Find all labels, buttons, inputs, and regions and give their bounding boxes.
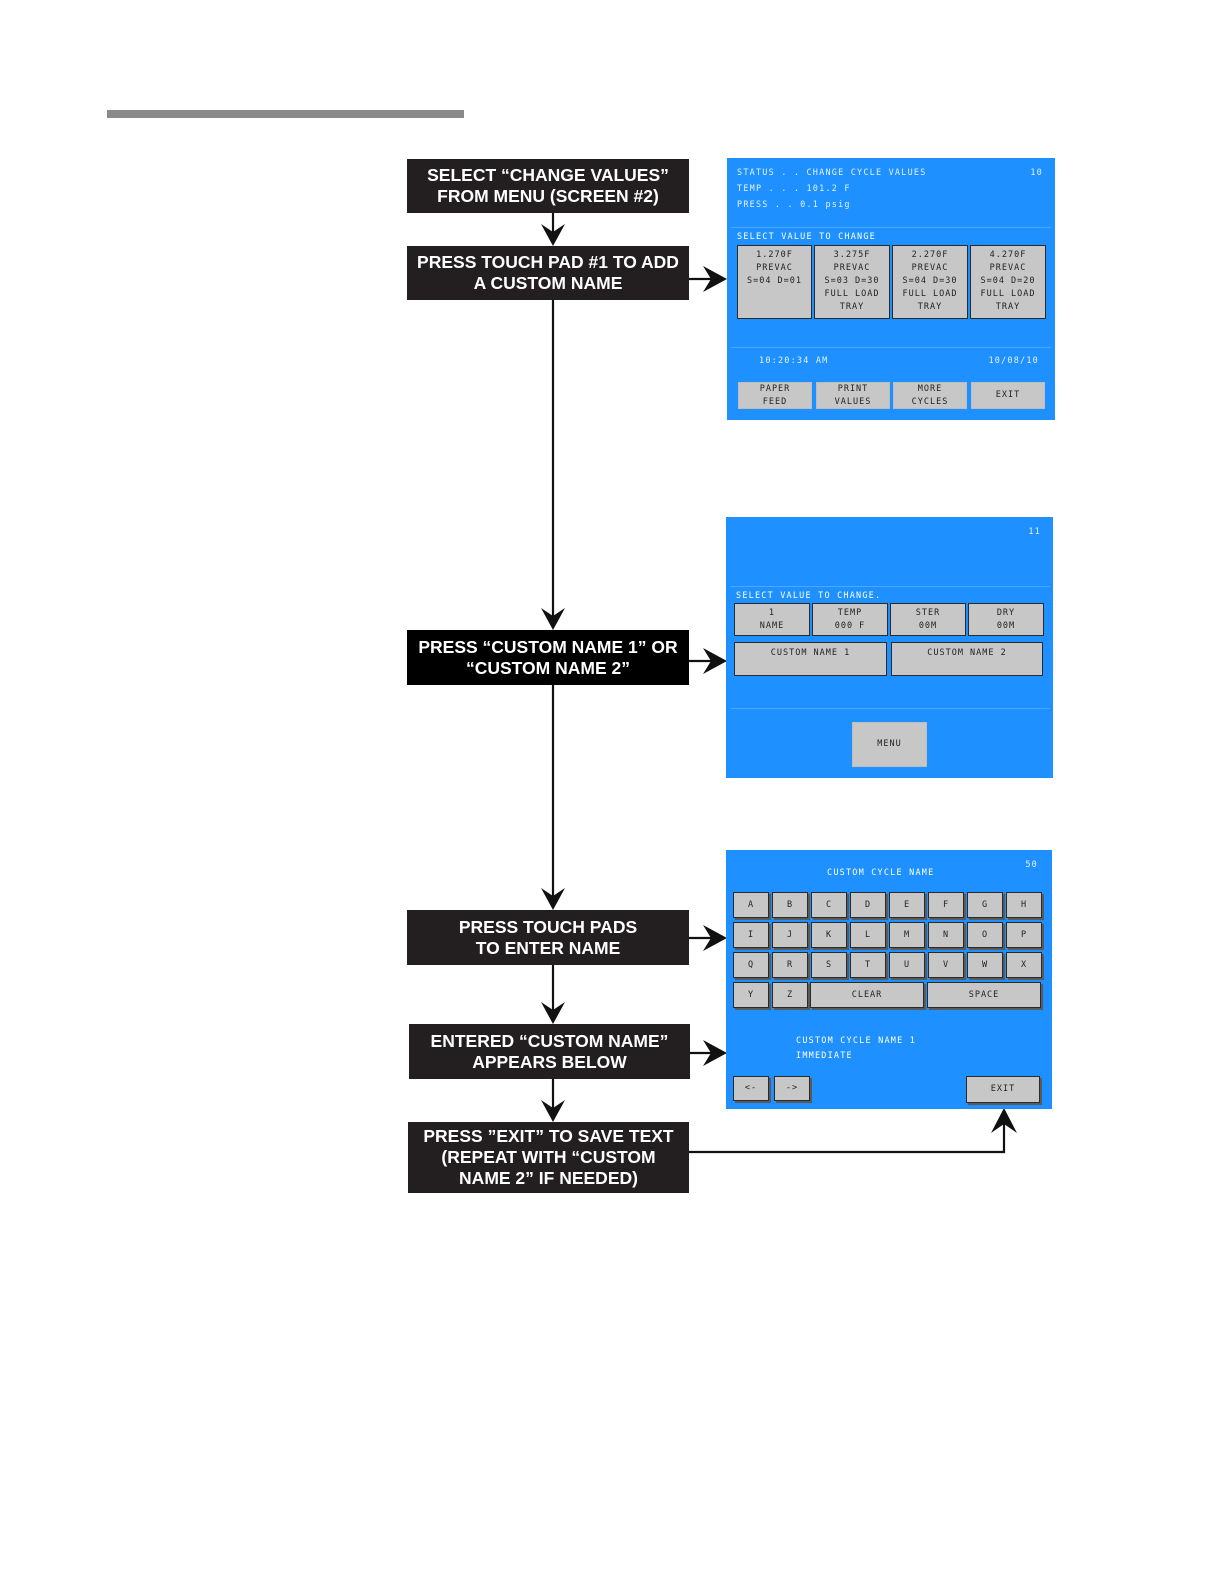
key-u[interactable]: U (889, 952, 925, 978)
custom-name-2-button[interactable]: CUSTOM NAME 2 (891, 642, 1043, 676)
cycle-button-1[interactable]: 1.270F PREVAC S=04 D=01 (737, 245, 812, 319)
custom-name-line-1: CUSTOM CYCLE NAME 1 (796, 1036, 917, 1046)
screen-number: 50 (1025, 860, 1038, 870)
arrow-head-down (541, 1100, 565, 1122)
key-c[interactable]: C (811, 892, 847, 918)
arrow-head-right (703, 266, 727, 292)
custom-name-line-2: IMMEDIATE (796, 1051, 853, 1061)
step-press-exit: PRESS ”EXIT” TO SAVE TEXT (REPEAT WITH “… (408, 1122, 689, 1193)
key-g[interactable]: G (967, 892, 1003, 918)
divider (730, 708, 1050, 709)
key-x[interactable]: X (1006, 952, 1042, 978)
status-text: STATUS . . CHANGE CYCLE VALUES (737, 168, 927, 178)
key-s[interactable]: S (811, 952, 847, 978)
header-rule (107, 110, 464, 118)
arrow-head-down (541, 888, 565, 910)
screen-11-select-value: 11 SELECT VALUE TO CHANGE. 1 NAME TEMP 0… (726, 517, 1053, 778)
step-press-touch-pad-1: PRESS TOUCH PAD #1 TO ADD A CUSTOM NAME (407, 246, 689, 300)
divider (731, 347, 1051, 348)
key-f[interactable]: F (928, 892, 964, 918)
connector-line (689, 1112, 1006, 1154)
cycle-button-3[interactable]: 3.275F PREVAC S=03 D=30 FULL LOAD TRAY (814, 245, 890, 319)
key-h[interactable]: H (1006, 892, 1042, 918)
key-t[interactable]: T (850, 952, 886, 978)
arrow-head-down (541, 224, 565, 246)
arrow-head-right (703, 1040, 727, 1066)
ster-value-button[interactable]: STER 00M (890, 603, 966, 636)
clear-key[interactable]: CLEAR (810, 982, 924, 1008)
temp-value-button[interactable]: TEMP 000 F (812, 603, 888, 636)
select-label: SELECT VALUE TO CHANGE (737, 232, 876, 242)
print-values-button[interactable]: PRINT VALUES (816, 382, 890, 409)
screen-number: 11 (1028, 527, 1041, 537)
arrow-head-down (541, 1002, 565, 1024)
key-w[interactable]: W (967, 952, 1003, 978)
cycle-button-4[interactable]: 4.270F PREVAC S=04 D=20 FULL LOAD TRAY (970, 245, 1046, 319)
step-select-change-values: SELECT “CHANGE VALUES” FROM MENU (SCREEN… (407, 159, 689, 213)
time-text: 10:20:34 AM (759, 356, 829, 366)
key-e[interactable]: E (889, 892, 925, 918)
screen-10-change-cycle-values: STATUS . . CHANGE CYCLE VALUES 10 TEMP .… (727, 158, 1055, 420)
key-j[interactable]: J (772, 922, 808, 948)
cycle-button-2[interactable]: 2.270F PREVAC S=04 D=30 FULL LOAD TRAY (892, 245, 968, 319)
key-k[interactable]: K (811, 922, 847, 948)
key-q[interactable]: Q (733, 952, 769, 978)
menu-button[interactable]: MENU (852, 722, 927, 767)
keyboard-title: CUSTOM CYCLE NAME (827, 868, 935, 878)
cursor-left-button[interactable]: <- (733, 1076, 769, 1101)
key-n[interactable]: N (928, 922, 964, 948)
step-press-touch-pads: PRESS TOUCH PADS TO ENTER NAME (407, 910, 689, 965)
key-a[interactable]: A (733, 892, 769, 918)
space-key[interactable]: SPACE (927, 982, 1041, 1008)
divider (730, 586, 1050, 587)
key-y[interactable]: Y (733, 982, 769, 1008)
cursor-right-button[interactable]: -> (774, 1076, 810, 1101)
key-m[interactable]: M (889, 922, 925, 948)
key-p[interactable]: P (1006, 922, 1042, 948)
key-d[interactable]: D (850, 892, 886, 918)
date-text: 10/08/10 (988, 356, 1039, 366)
more-cycles-button[interactable]: MORE CYCLES (893, 382, 967, 409)
arrow-head-up (991, 1108, 1017, 1133)
step-press-custom-name: PRESS “CUSTOM NAME 1” OR “CUSTOM NAME 2” (407, 630, 689, 685)
key-r[interactable]: R (772, 952, 808, 978)
paper-feed-button[interactable]: PAPER FEED (738, 382, 812, 409)
exit-button[interactable]: EXIT (966, 1076, 1040, 1103)
arrow-head-right (703, 925, 727, 951)
temp-text: TEMP . . . 101.2 F (737, 184, 851, 194)
dry-value-button[interactable]: DRY 00M (968, 603, 1044, 636)
key-l[interactable]: L (850, 922, 886, 948)
step-entered-custom-name: ENTERED “CUSTOM NAME” APPEARS BELOW (409, 1024, 690, 1079)
screen-number: 10 (1030, 168, 1043, 178)
custom-name-1-button[interactable]: CUSTOM NAME 1 (734, 642, 887, 676)
key-i[interactable]: I (733, 922, 769, 948)
select-label: SELECT VALUE TO CHANGE. (736, 591, 882, 601)
key-b[interactable]: B (772, 892, 808, 918)
arrow-head-right (703, 648, 727, 674)
arrow-head-down (541, 608, 565, 630)
key-o[interactable]: O (967, 922, 1003, 948)
key-z[interactable]: Z (772, 982, 808, 1008)
exit-button[interactable]: EXIT (971, 382, 1045, 409)
press-text: PRESS . . 0.1 psig (737, 200, 851, 210)
name-value-button[interactable]: 1 NAME (734, 603, 810, 636)
divider (731, 227, 1051, 228)
key-v[interactable]: V (928, 952, 964, 978)
